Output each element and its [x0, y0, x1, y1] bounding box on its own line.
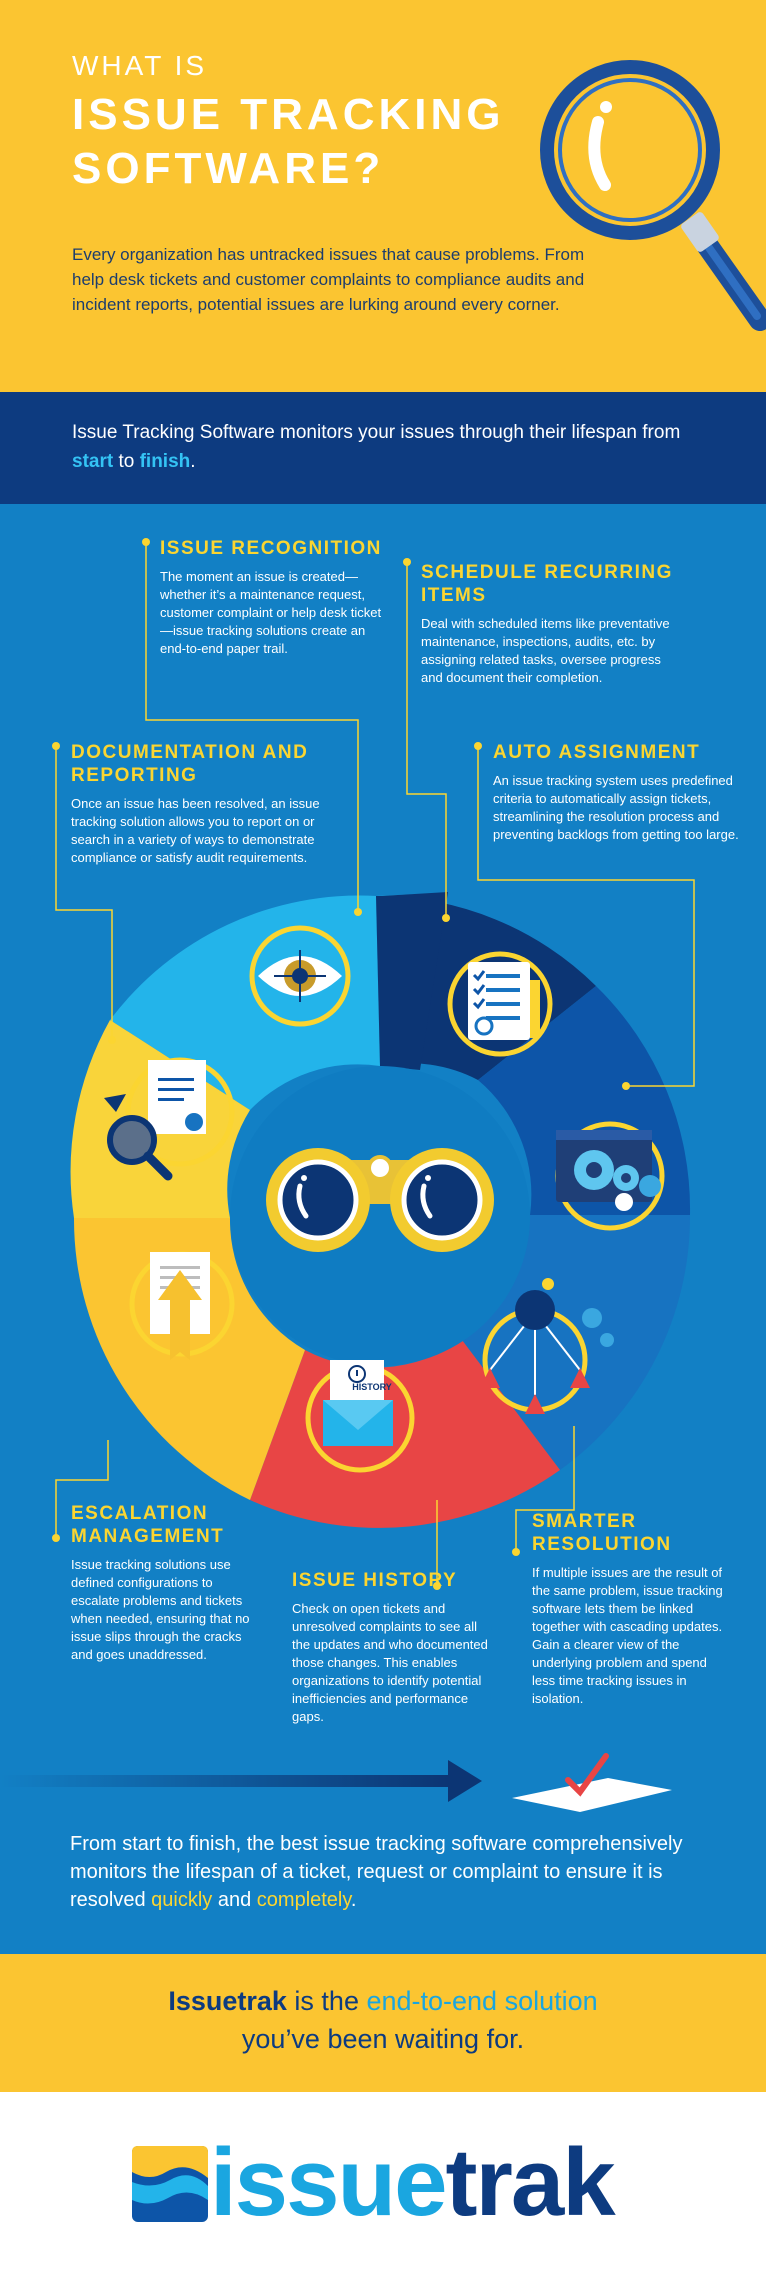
logo-issue: issue — [210, 2129, 447, 2236]
monitor-band — [0, 392, 766, 504]
hero-kicker: WHAT IS — [72, 50, 208, 81]
escalation-title: ESCALATION MANAGEMENT — [71, 1503, 225, 1547]
promo-line2: you’ve been waiting for. — [241, 2024, 525, 2054]
checklist-icon — [447, 951, 553, 1057]
issue-recognition-block: ISSUE RECOGNITION The moment an issue is… — [160, 537, 385, 658]
promo-statement: Issuetrak is the end-to-end solution you… — [0, 1982, 766, 2058]
wheel-segments — [70, 892, 691, 1528]
history-envelope-icon — [305, 1360, 415, 1473]
outro-completely: completely — [256, 1889, 351, 1911]
connector-lines — [55, 542, 695, 1586]
monitor-statement: Issue Tracking Software monitors your is… — [72, 418, 702, 476]
logo-trak: trak — [445, 2129, 615, 2236]
outro-prefix: From start to finish, the best issue tra… — [70, 1833, 683, 1911]
history-label: HISTORY — [352, 1382, 392, 1392]
document-search-icon — [104, 1057, 235, 1181]
promo-highlight: end-to-end solution — [366, 1986, 598, 2016]
hero-intro: Every organization has untracked issues … — [72, 245, 585, 314]
hero-title: ISSUE TRACKING SOFTWARE? — [72, 90, 505, 193]
documentation-body: Once an issue has been resolved, an issu… — [71, 796, 320, 865]
auto-assignment-title: AUTO ASSIGNMENT — [493, 742, 701, 763]
smarter-resolution-block: SMARTER RESOLUTION If multiple issues ar… — [532, 1510, 732, 1708]
monitor-finish: finish — [139, 451, 191, 472]
alert-network-icon — [480, 1278, 614, 1414]
binoculars-icon — [266, 1148, 494, 1252]
issue-recognition-body: The moment an issue is created—whether i… — [160, 569, 382, 656]
promo-brand: Issuetrak — [168, 1986, 287, 2016]
outro-statement: From start to finish, the best issue tra… — [70, 1830, 720, 1914]
issue-history-body: Check on open tickets and unresolved com… — [292, 1601, 488, 1724]
magnifying-glass-icon — [540, 60, 766, 331]
issue-history-block: ISSUE HISTORY Check on open tickets and … — [292, 1569, 497, 1726]
escalation-block: ESCALATION MANAGEMENT Issue tracking sol… — [71, 1502, 251, 1664]
escalation-receipt-icon — [129, 1251, 235, 1360]
connector-dots — [52, 538, 630, 1590]
schedule-recurring-body: Deal with scheduled items like preventat… — [421, 616, 670, 685]
issuetrak-wordmark: issuetrak — [210, 2128, 616, 2238]
outro-suffix: . — [350, 1889, 357, 1911]
gears-icon — [555, 1121, 665, 1231]
wheel-center — [230, 1066, 530, 1366]
documentation-block: DOCUMENTATION AND REPORTING Once an issu… — [71, 741, 331, 867]
monitor-suffix: . — [190, 451, 196, 472]
issue-recognition-title: ISSUE RECOGNITION — [160, 538, 382, 559]
schedule-recurring-title: SCHEDULE RECURRING ITEMS — [421, 562, 673, 606]
smarter-resolution-body: If multiple issues are the result of the… — [532, 1565, 723, 1706]
issue-history-title: ISSUE HISTORY — [292, 1570, 458, 1591]
eye-target-icon — [249, 925, 351, 1027]
auto-assignment-body: An issue tracking system uses predefined… — [493, 773, 739, 842]
promo-band — [0, 1954, 766, 2092]
schedule-recurring-block: SCHEDULE RECURRING ITEMS Deal with sched… — [421, 561, 676, 687]
escalation-body: Issue tracking solutions use defined con… — [71, 1557, 250, 1662]
progress-arrow-icon — [0, 1760, 482, 1802]
monitor-start: start — [72, 451, 114, 472]
documentation-title: DOCUMENTATION AND REPORTING — [71, 742, 309, 786]
finish-check-icon — [512, 1753, 672, 1812]
auto-assignment-block: AUTO ASSIGNMENT An issue tracking system… — [493, 741, 743, 844]
outro-middle: and — [212, 1889, 257, 1911]
monitor-prefix: Issue Tracking Software monitors your is… — [72, 422, 681, 443]
brand-footer — [0, 2092, 766, 2292]
monitor-middle: to — [113, 451, 140, 472]
smarter-resolution-title: SMARTER RESOLUTION — [532, 1511, 672, 1555]
promo-mid: is the — [286, 1986, 367, 2016]
outro-quickly: quickly — [151, 1889, 213, 1911]
